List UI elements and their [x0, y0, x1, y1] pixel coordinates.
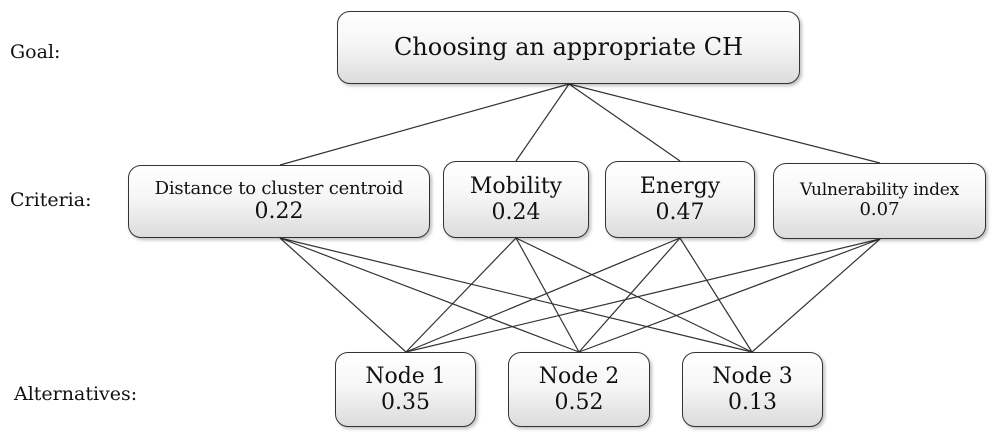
goal-to-vulnerability-line	[568, 83, 881, 164]
goal-title: Choosing an appropriate CH	[393, 32, 744, 61]
criterion-energy-box: Energy 0.47	[605, 161, 755, 238]
distance-to-node-1-line	[279, 237, 407, 353]
criterion-energy-name: Energy	[639, 174, 721, 200]
criterion-mobility-weight: 0.24	[491, 199, 541, 225]
mobility-to-node-3-line	[515, 237, 753, 353]
alternative-node-2-weight: 0.52	[554, 389, 604, 415]
mobility-to-node-2-line	[515, 237, 580, 353]
distance-to-node-2-line	[279, 237, 580, 353]
criteria-level-label: Criteria:	[10, 189, 92, 211]
criterion-distance-name: Distance to cluster centroid	[154, 177, 404, 199]
criterion-mobility-name: Mobility	[469, 174, 563, 200]
distance-to-node-3-line	[279, 237, 753, 353]
alternatives-level-label: Alternatives:	[14, 383, 138, 405]
mobility-to-node-1-line	[405, 237, 517, 353]
criterion-mobility-box: Mobility 0.24	[443, 161, 589, 238]
alternative-node-1-box: Node 1 0.35	[335, 352, 476, 427]
criterion-energy-weight: 0.47	[655, 199, 705, 225]
alternative-node-3-weight: 0.13	[728, 389, 777, 415]
criterion-vulnerability-weight: 0.07	[859, 199, 900, 221]
criterion-distance-weight: 0.22	[254, 199, 304, 225]
criterion-distance-box: Distance to cluster centroid 0.22	[128, 165, 430, 238]
energy-to-node-2-line	[578, 237, 681, 353]
goal-to-distance-line	[279, 83, 570, 166]
goal-box: Choosing an appropriate CH	[337, 11, 800, 84]
alternative-node-1-name: Node 1	[365, 364, 446, 390]
energy-to-node-1-line	[405, 237, 681, 353]
goal-level-label: Goal:	[10, 41, 61, 63]
goal-to-energy-line	[568, 83, 681, 162]
vulnerability-to-node-1-line	[405, 238, 881, 353]
energy-to-node-3-line	[679, 237, 753, 353]
alternative-node-3-name: Node 3	[712, 364, 793, 390]
criterion-vulnerability-box: Vulnerability index 0.07	[773, 163, 986, 239]
goal-to-mobility-line	[515, 83, 570, 162]
criterion-vulnerability-name: Vulnerability index	[800, 179, 959, 200]
alternative-node-3-box: Node 3 0.13	[682, 352, 823, 427]
alternative-node-2-name: Node 2	[538, 364, 620, 390]
alternative-node-2-box: Node 2 0.52	[508, 352, 650, 427]
vulnerability-to-node-3-line	[751, 238, 881, 353]
alternative-node-1-weight: 0.35	[381, 389, 430, 415]
vulnerability-to-node-2-line	[578, 238, 881, 353]
